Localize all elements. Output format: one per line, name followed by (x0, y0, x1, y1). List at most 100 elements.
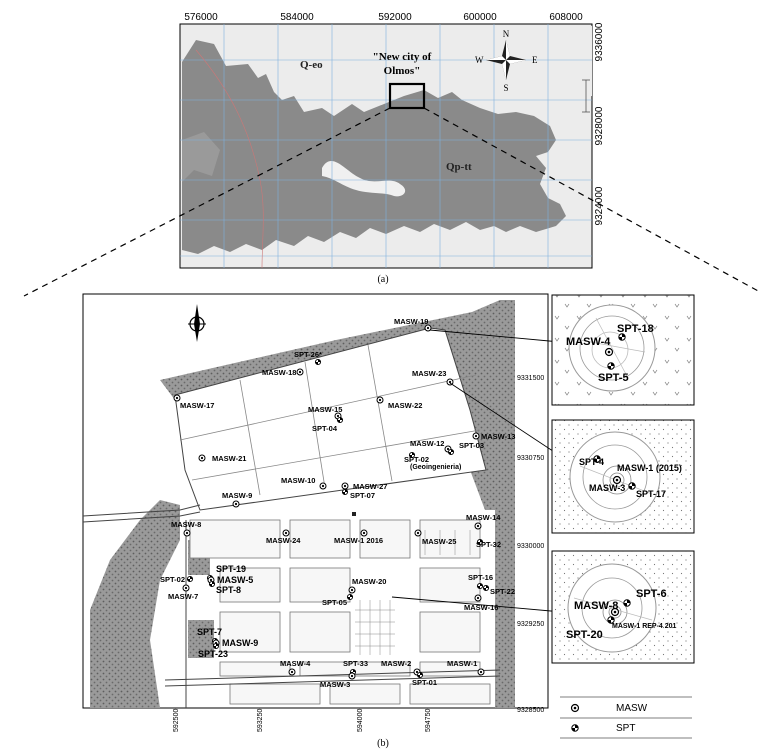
point-label: MASW-25 (422, 537, 456, 546)
masw-point: MASW-8 (171, 520, 201, 537)
panel-b-map: 9331500 9330750 9330000 9329250 9328500 … (82, 293, 575, 732)
point-label: MASW-21 (212, 454, 246, 463)
legend-masw-label: MASW (616, 703, 648, 714)
point-label: MASW-2 (381, 659, 411, 668)
masw-point: MASW-25 (414, 529, 456, 546)
point-label: MASW-4 (280, 659, 311, 668)
spt-marker-icon (628, 482, 636, 490)
compass-n: N (503, 29, 510, 39)
y-tick-label: 9324000 (594, 186, 605, 225)
point-label: MASW-27 (353, 482, 387, 491)
x-tick-label: 592500 (173, 709, 180, 732)
masw-point: MASW-24 (266, 529, 301, 545)
zoom-line-right (423, 107, 761, 293)
inset-1-label-masw-4: MASW-4 (566, 336, 611, 348)
point-label: MASW-14 (466, 513, 501, 522)
y-tick-label: 9330750 (517, 455, 544, 462)
point-label: SPT-26* (294, 350, 322, 359)
masw-point: MASW-21 (198, 454, 246, 463)
masw-point: MASW-16 (464, 594, 498, 612)
masw-point: MASW-1 (447, 659, 485, 676)
urban-core (174, 327, 487, 511)
inset-3: MASW-8 SPT-6 SPT-20 MASW-1 REP-4 201 (551, 550, 695, 664)
point-label: MASW-19 (394, 317, 428, 326)
x-tick-label: 584000 (280, 12, 314, 23)
point-label: SPT-07 (350, 491, 375, 500)
y-tick-label: 9331500 (517, 375, 544, 382)
y-tick-label: 9329250 (517, 621, 544, 628)
inset-3-label-spt-6: SPT-6 (636, 588, 667, 600)
masw-point: MASW-10 (281, 476, 327, 490)
masw-point: MASW-13 (472, 432, 515, 441)
x-tick-label: 592000 (378, 12, 412, 23)
lower-blocks (189, 519, 491, 705)
x-tick-label: 576000 (184, 12, 218, 23)
spt-point: SPT-02 (160, 575, 194, 584)
point-label: MASW-3 (320, 680, 350, 689)
point-label: MASW-16 (464, 603, 498, 612)
spt-point: SPT-8 (208, 580, 241, 595)
inset-3-label-masw-1-rep: MASW-1 REP-4 201 (612, 623, 677, 630)
point-label: MASW-5 (217, 575, 253, 585)
legend: MASW SPT (560, 694, 694, 740)
x-tick-label: 608000 (549, 12, 583, 23)
caption-a: (a) (377, 274, 388, 285)
point-label: MASW-9 (222, 491, 252, 500)
north-arrow-icon (188, 304, 206, 342)
roads (82, 504, 501, 708)
panel-b-x-ticks: 592500 593250 594000 594750 (173, 709, 432, 732)
masw-point: MASW-18 (262, 368, 304, 377)
masw-point: MASW-20 (348, 577, 386, 594)
point-label: SPT-02 (404, 455, 429, 464)
compass-rose-icon: N S E W (475, 29, 538, 93)
masw-point: MASW-3 (320, 672, 356, 689)
panel-b-y-ticks: 9331500 9330750 9330000 9329250 9328500 (517, 375, 544, 714)
upland-area (430, 26, 592, 104)
point-label: MASW-22 (388, 401, 422, 410)
point-label: MASW-23 (412, 369, 446, 378)
point-label: SPT-05 (322, 598, 347, 607)
point-label: SPT-19 (216, 564, 246, 574)
terrain-west (90, 500, 180, 708)
point-label: MASW-9 (222, 638, 258, 648)
point-label: MASW-8 (171, 520, 201, 529)
inset-1: SPT-18 MASW-4 SPT-5 (551, 294, 695, 406)
y-tick-label: 9328000 (594, 106, 605, 145)
x-tick-label: 594000 (357, 709, 364, 732)
point-label: MASW-15 (308, 405, 342, 414)
y-tick-label: 9336000 (594, 22, 605, 61)
masw-point: MASW-4 (280, 659, 311, 676)
building-marker (352, 512, 356, 516)
point-label: MASW-10 (281, 476, 315, 485)
spt-point: SPT-01 (412, 671, 437, 687)
spt-point: SPT-26* (294, 350, 322, 366)
point-label: SPT-22 (490, 587, 515, 596)
y-tick-label: 9328500 (517, 707, 544, 714)
point-label: SPT-04 (312, 424, 338, 433)
x-tick-label: 594750 (425, 709, 432, 732)
masw-point: MASW-17 (173, 394, 214, 410)
spt-point: SPT-03 (447, 441, 484, 456)
x-tick-label: 600000 (463, 12, 497, 23)
spt-marker-icon (607, 616, 615, 624)
point-label: SPT-32 (476, 540, 501, 549)
inset-3-label-spt-20: SPT-20 (566, 629, 603, 641)
zoom-line-left (23, 107, 391, 297)
river-meander (322, 161, 406, 197)
masw-point: MASW-9 (222, 491, 252, 508)
point-label: MASW-1 2016 (334, 536, 383, 545)
masw-point: MASW-7 (168, 584, 198, 601)
compass-s: S (503, 83, 508, 93)
caption-b: (b) (377, 738, 389, 749)
spt-point: SPT-23 (198, 642, 228, 659)
point-label: SPT-23 (198, 649, 228, 659)
city-label-line2: Olmos" (384, 65, 421, 77)
compass-w: W (475, 55, 484, 65)
inset-2-label-masw-3: MASW-3 (589, 483, 625, 493)
spt-point: SPT-05 (322, 593, 354, 607)
spt-point: SPT-07 (341, 488, 375, 500)
spt-marker-icon (618, 333, 626, 341)
masw-point: MASW-19 (394, 317, 432, 332)
